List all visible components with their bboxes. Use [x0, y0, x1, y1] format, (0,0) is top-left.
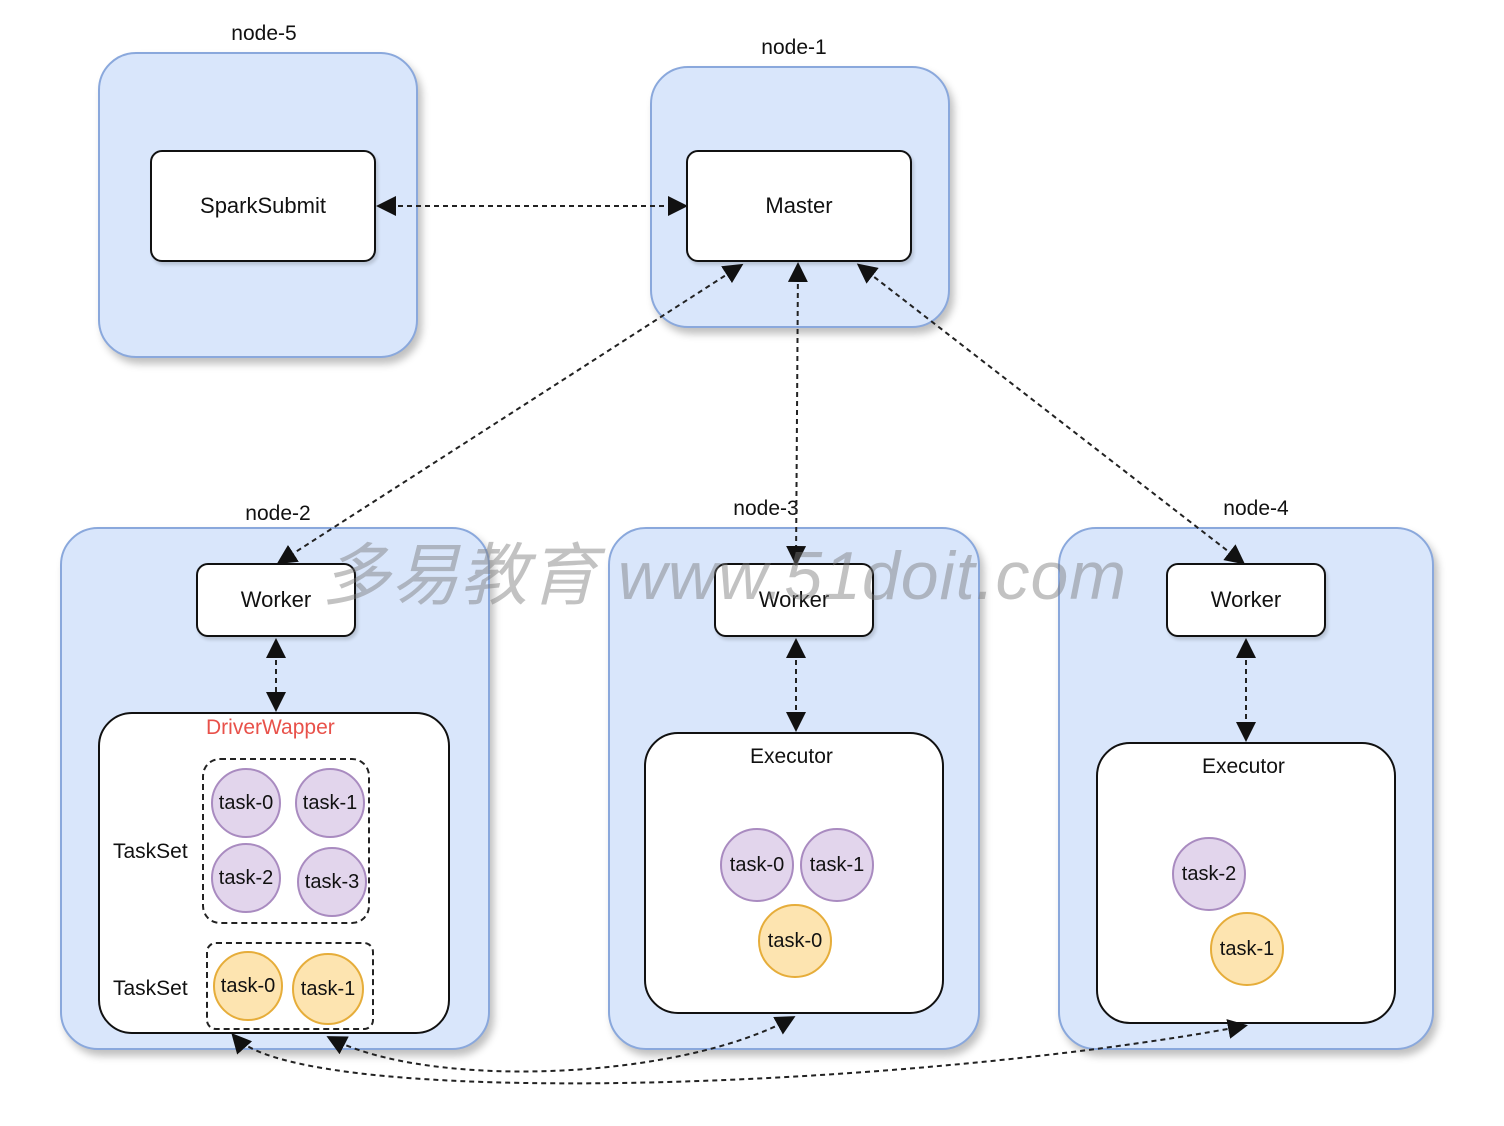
worker-box-node-3: Worker: [714, 563, 874, 637]
task-circle: task-0: [758, 904, 832, 978]
arrow-master-worker-node-2: [276, 263, 744, 565]
node-5-label: node-5: [231, 22, 297, 45]
worker-box-node-4: Worker: [1166, 563, 1326, 637]
driver-wrapper-label: DriverWapper: [206, 716, 335, 739]
spark-submit-box: SparkSubmit: [150, 150, 376, 262]
executor-label-node-3: Executor: [750, 745, 833, 768]
task-circle: task-1: [1210, 912, 1284, 986]
task-circle: task-0: [720, 828, 794, 902]
task-circle: task-2: [211, 843, 281, 913]
arrow-master-worker-node-3: [786, 262, 808, 566]
task-circle: task-3: [297, 847, 367, 917]
node-3-label: node-3: [733, 497, 799, 520]
task-circle: task-1: [800, 828, 874, 902]
taskset-1-border: [202, 758, 370, 924]
task-circle: task-0: [211, 768, 281, 838]
task-circle: task-2: [1172, 837, 1246, 911]
watermark-text: 多易教育 www.51doit.com: [322, 538, 1127, 614]
arrow-driver-executor-node-4: [231, 1019, 1248, 1085]
arrow-master-worker-node-4: [856, 263, 1246, 565]
arrow-driver-executor-node-3: [326, 1016, 796, 1073]
taskset-1-label: TaskSet: [113, 840, 188, 863]
node-1-label: node-1: [761, 36, 827, 59]
task-circle: task-0: [213, 951, 283, 1021]
task-circle: task-1: [295, 768, 365, 838]
taskset-2-label: TaskSet: [113, 977, 188, 1000]
worker-box-node-2: Worker: [196, 563, 356, 637]
master-box: Master: [686, 150, 912, 262]
executor-label-node-4: Executor: [1202, 755, 1285, 778]
